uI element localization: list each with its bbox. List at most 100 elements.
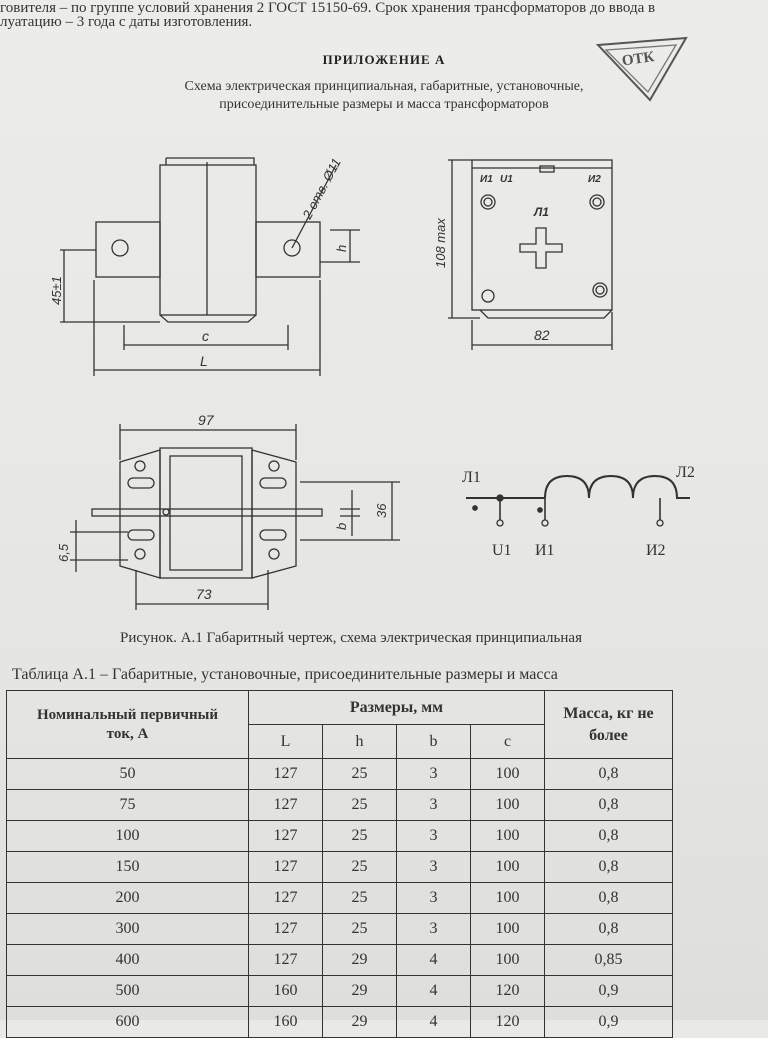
header-b: b [396, 724, 471, 759]
schematic-diagram [466, 474, 690, 527]
header-current: Номинальный первичный ток, А [6, 690, 249, 759]
top-gap-label: 6,5 [56, 543, 71, 562]
table-cell: 100 [470, 820, 545, 852]
table-cell: 100 [470, 758, 545, 790]
top-b-label: b [334, 523, 349, 530]
table-cell: 160 [248, 1006, 323, 1038]
table-cell: 25 [322, 820, 397, 852]
table-cell: 0,9 [544, 975, 673, 1007]
header-sizes: Размеры, мм [248, 690, 545, 725]
table-cell: 127 [248, 820, 323, 852]
dimensions-table: Номинальный первичный ток, А Размеры, мм… [6, 690, 673, 1038]
top-base-label: 73 [196, 586, 212, 602]
schematic-i1: И1 [535, 542, 555, 559]
front-holes-label: 2 отв. Ø11 [299, 156, 344, 223]
table-cell: 120 [470, 1006, 545, 1038]
schematic-l2: Л2 [676, 464, 695, 481]
table-cell: 127 [248, 944, 323, 976]
table-cell: 3 [396, 851, 471, 883]
table-cell: 25 [322, 758, 397, 790]
table-cell: 0,8 [544, 789, 673, 821]
table-cell: 300 [6, 913, 249, 945]
otk-stamp-icon [595, 36, 688, 102]
figure-caption: Рисунок. А.1 Габаритный чертеж, схема эл… [120, 630, 582, 646]
table-cell: 0,8 [544, 758, 673, 790]
table-cell: 3 [396, 758, 471, 790]
side-view [448, 159, 613, 350]
header-line-2: луатацию – 3 года с даты изготовления. [0, 14, 253, 30]
table-cell: 4 [396, 1006, 471, 1038]
table-cell: 0,85 [544, 944, 673, 976]
side-height-label: 108 max [433, 218, 448, 268]
table-caption: Таблица А.1 – Габаритные, установочные, … [12, 666, 558, 683]
table-cell: 127 [248, 882, 323, 914]
table-cell: 127 [248, 789, 323, 821]
front-L-label: L [200, 353, 208, 369]
top-view [70, 424, 400, 610]
subtitle-line-2: присоединительные размеры и масса трансф… [219, 97, 549, 112]
schematic-l1: Л1 [462, 469, 481, 486]
front-c-label: c [202, 328, 209, 344]
header-line-1: говителя – по группе условий хранения 2 … [0, 0, 656, 16]
table-cell: 25 [322, 851, 397, 883]
stamp-text: ОТК [621, 49, 656, 69]
subtitle-line-1: Схема электрическая принципиальная, габа… [184, 79, 584, 94]
front-view [60, 157, 360, 376]
table-cell: 127 [248, 758, 323, 790]
table-cell: 100 [470, 789, 545, 821]
header-h: h [322, 724, 397, 759]
table-cell: 4 [396, 944, 471, 976]
table-cell: 127 [248, 913, 323, 945]
table-cell: 29 [322, 1006, 397, 1038]
table-cell: 3 [396, 820, 471, 852]
table-cell: 0,8 [544, 851, 673, 883]
table-cell: 150 [6, 851, 249, 883]
table-cell: 25 [322, 882, 397, 914]
top-depth-label: 36 [374, 503, 389, 518]
table-cell: 200 [6, 882, 249, 914]
table-cell: 3 [396, 913, 471, 945]
top-width-label: 97 [198, 412, 215, 428]
side-terminal-u1: U1 [500, 174, 513, 185]
table-cell: 120 [470, 975, 545, 1007]
table-cell: 50 [6, 758, 249, 790]
front-height-label: 45±1 [49, 276, 64, 305]
header-c: c [470, 724, 545, 759]
table-cell: 160 [248, 975, 323, 1007]
table-cell: 0,8 [544, 882, 673, 914]
table-cell: 100 [470, 882, 545, 914]
header-mass: Масса, кг не более [544, 690, 673, 759]
side-terminal-i2: И2 [588, 174, 601, 185]
table-cell: 29 [322, 944, 397, 976]
table-cell: 4 [396, 975, 471, 1007]
table-cell: 100 [470, 944, 545, 976]
table-cell: 100 [470, 913, 545, 945]
table-cell: 0,8 [544, 820, 673, 852]
appendix-title: ПРИЛОЖЕНИЕ А [322, 52, 446, 67]
table-cell: 29 [322, 975, 397, 1007]
table-cell: 100 [6, 820, 249, 852]
table-cell: 400 [6, 944, 249, 976]
side-width-label: 82 [534, 327, 550, 343]
table-cell: 25 [322, 913, 397, 945]
table-cell: 500 [6, 975, 249, 1007]
schematic-u1: U1 [492, 542, 512, 559]
table-cell: 0,8 [544, 913, 673, 945]
table-cell: 600 [6, 1006, 249, 1038]
side-terminal-i1: И1 [480, 174, 493, 185]
table-cell: 100 [470, 851, 545, 883]
table-cell: 0,9 [544, 1006, 673, 1038]
table-cell: 3 [396, 789, 471, 821]
